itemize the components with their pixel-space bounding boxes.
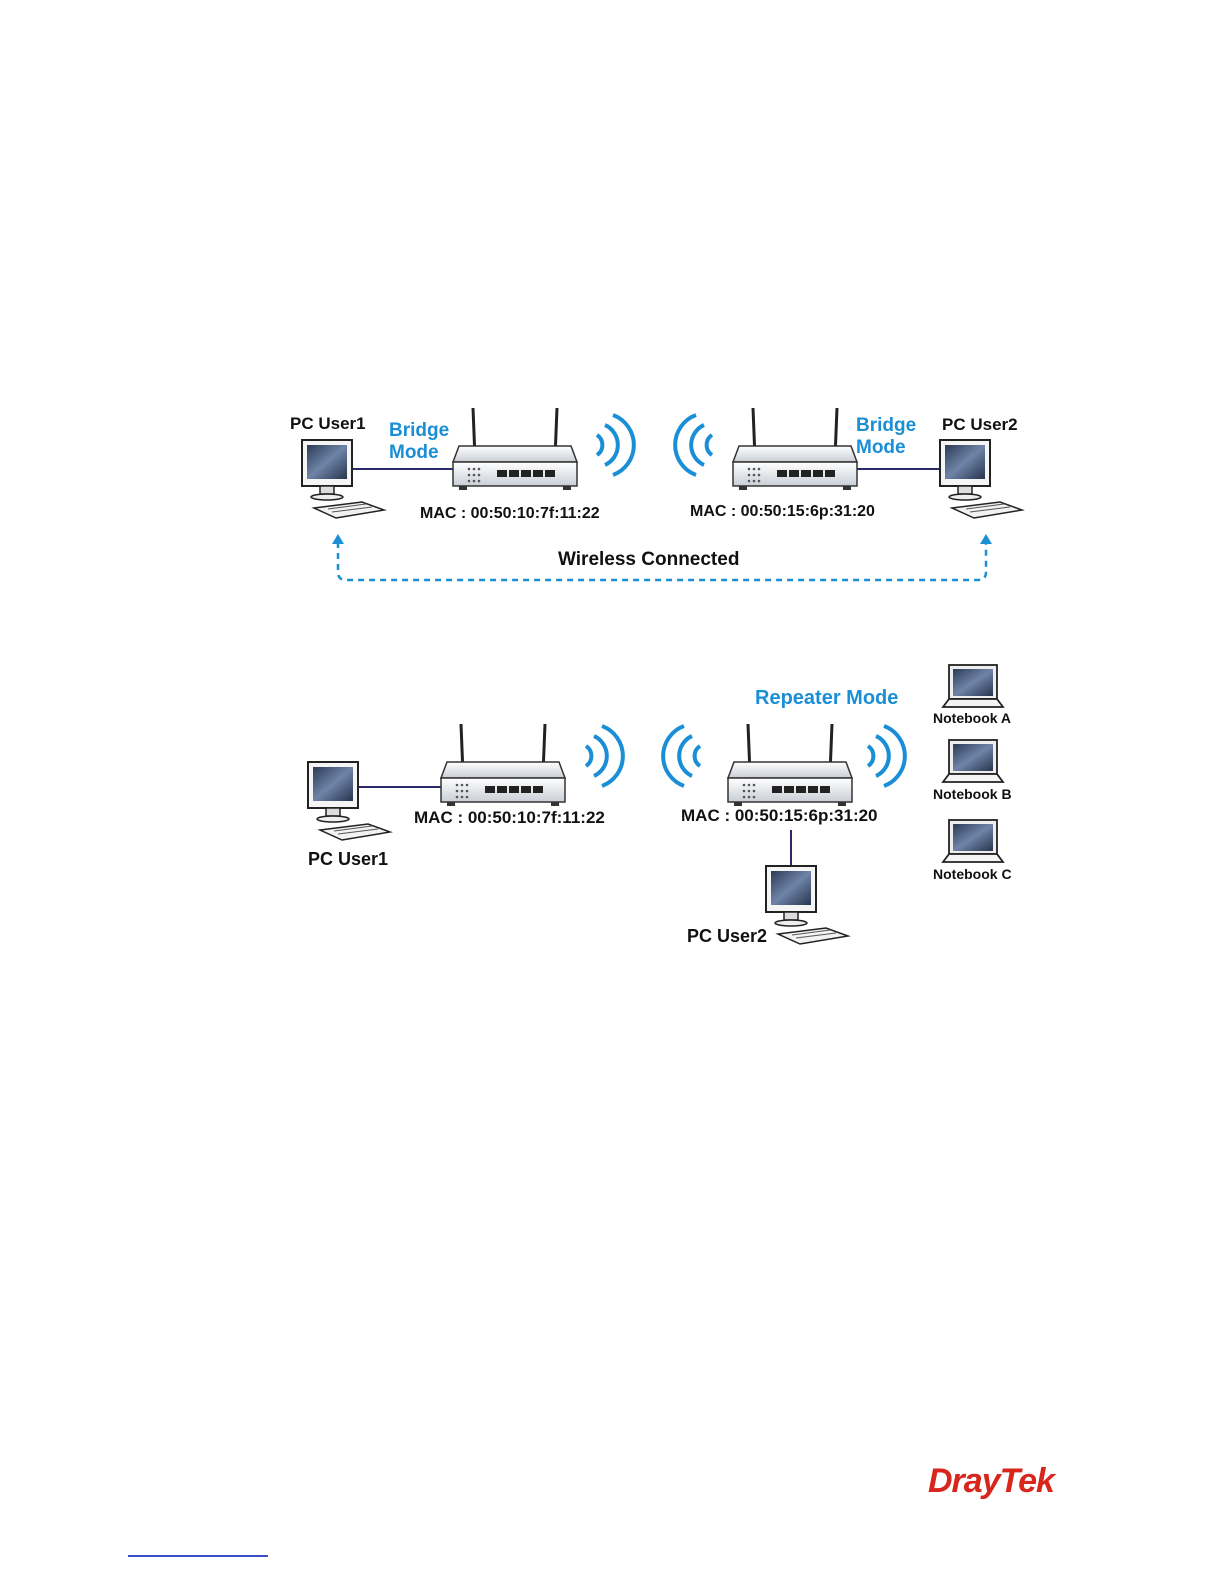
pc-user2-icon	[766, 866, 848, 944]
pc-user1-icon	[302, 440, 384, 518]
mode-line: Bridge	[856, 415, 916, 437]
pc-user2-label: PC User2	[687, 926, 767, 947]
bridge-mode-label-right: Bridge Mode	[856, 415, 916, 459]
bridge-mode-label-left: Bridge Mode	[389, 420, 449, 464]
notebook-a-icon	[943, 665, 1003, 707]
mac-left-label: MAC : 00:50:10:7f:11:22	[414, 808, 605, 828]
notebook-c-label: Notebook C	[933, 866, 1012, 882]
mode-line: Bridge	[389, 420, 449, 442]
wireless-connected-label: Wireless Connected	[558, 549, 739, 571]
router-right-icon	[733, 408, 857, 490]
footer-divider	[128, 1555, 268, 1557]
router-left-icon	[453, 408, 577, 490]
pc-user1-label: PC User1	[308, 849, 388, 870]
notebook-a-label: Notebook A	[933, 710, 1011, 726]
notebook-b-label: Notebook B	[933, 786, 1012, 802]
arrow-up-icon	[332, 534, 344, 544]
wireless-waves-left-icon	[597, 415, 634, 475]
pc-user1-icon	[308, 762, 390, 840]
router-left-icon	[441, 724, 565, 806]
mode-line: Mode	[389, 442, 449, 464]
wireless-waves-right-icon	[675, 415, 712, 475]
mac-left-label: MAC : 00:50:10:7f:11:22	[420, 505, 600, 523]
mac-right-label: MAC : 00:50:15:6p:31:20	[681, 806, 878, 826]
wireless-waves-right-icon	[663, 726, 700, 786]
mac-right-label: MAC : 00:50:15:6p:31:20	[690, 503, 875, 521]
wireless-waves-left-icon	[586, 726, 623, 786]
repeater-mode-label: Repeater Mode	[755, 687, 898, 710]
diagram2	[308, 665, 1003, 944]
pc-user1-label: PC User1	[290, 414, 366, 434]
pc-user2-icon	[940, 440, 1022, 518]
pc-user2-label: PC User2	[942, 415, 1018, 435]
router-right-icon	[728, 724, 852, 806]
wireless-waves-repeater-icon	[868, 726, 905, 786]
notebook-b-icon	[943, 740, 1003, 782]
mode-line: Mode	[856, 437, 916, 459]
arrow-up-icon	[980, 534, 992, 544]
draytek-logo: DrayTek	[928, 1462, 1054, 1501]
notebook-c-icon	[943, 820, 1003, 862]
